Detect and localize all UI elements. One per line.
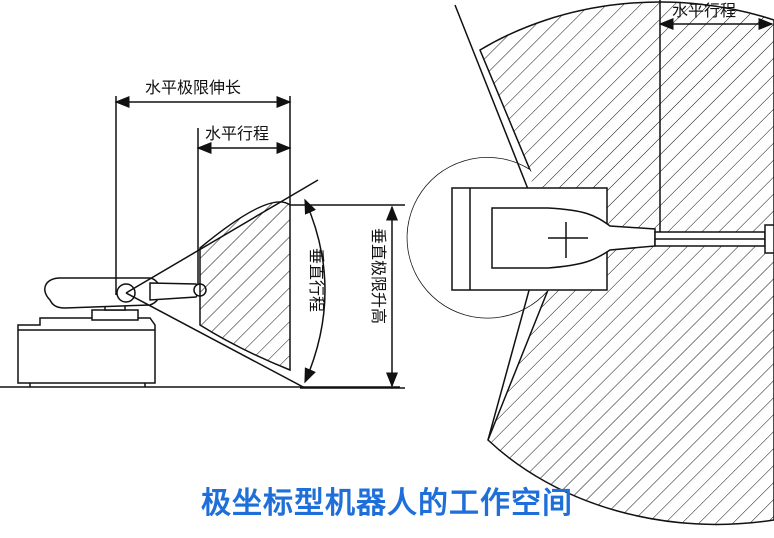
workspace-sector [199, 201, 291, 372]
label-horizontal-max-reach: 水平极限伸长 [145, 78, 241, 97]
end-effector [764, 224, 774, 254]
upper-limit-ray [125, 179, 319, 294]
top-view [406, 0, 774, 526]
label-vertical-stroke: 垂直行程 [307, 248, 326, 312]
label-horizontal-stroke-right: 水平行程 [672, 1, 736, 20]
lower-limit-ray [125, 292, 306, 389]
vertical-stroke-arc [304, 198, 326, 384]
robot-base [17, 317, 156, 384]
label-vertical-max-lift: 垂直极限升高 [369, 228, 388, 324]
side-view [0, 96, 405, 389]
robot-arm-extension [149, 282, 201, 301]
label-horizontal-stroke-left: 水平行程 [205, 124, 269, 143]
robot-pedestal [91, 309, 139, 321]
figure-caption: 极坐标型机器人的工作空间 [201, 486, 573, 521]
